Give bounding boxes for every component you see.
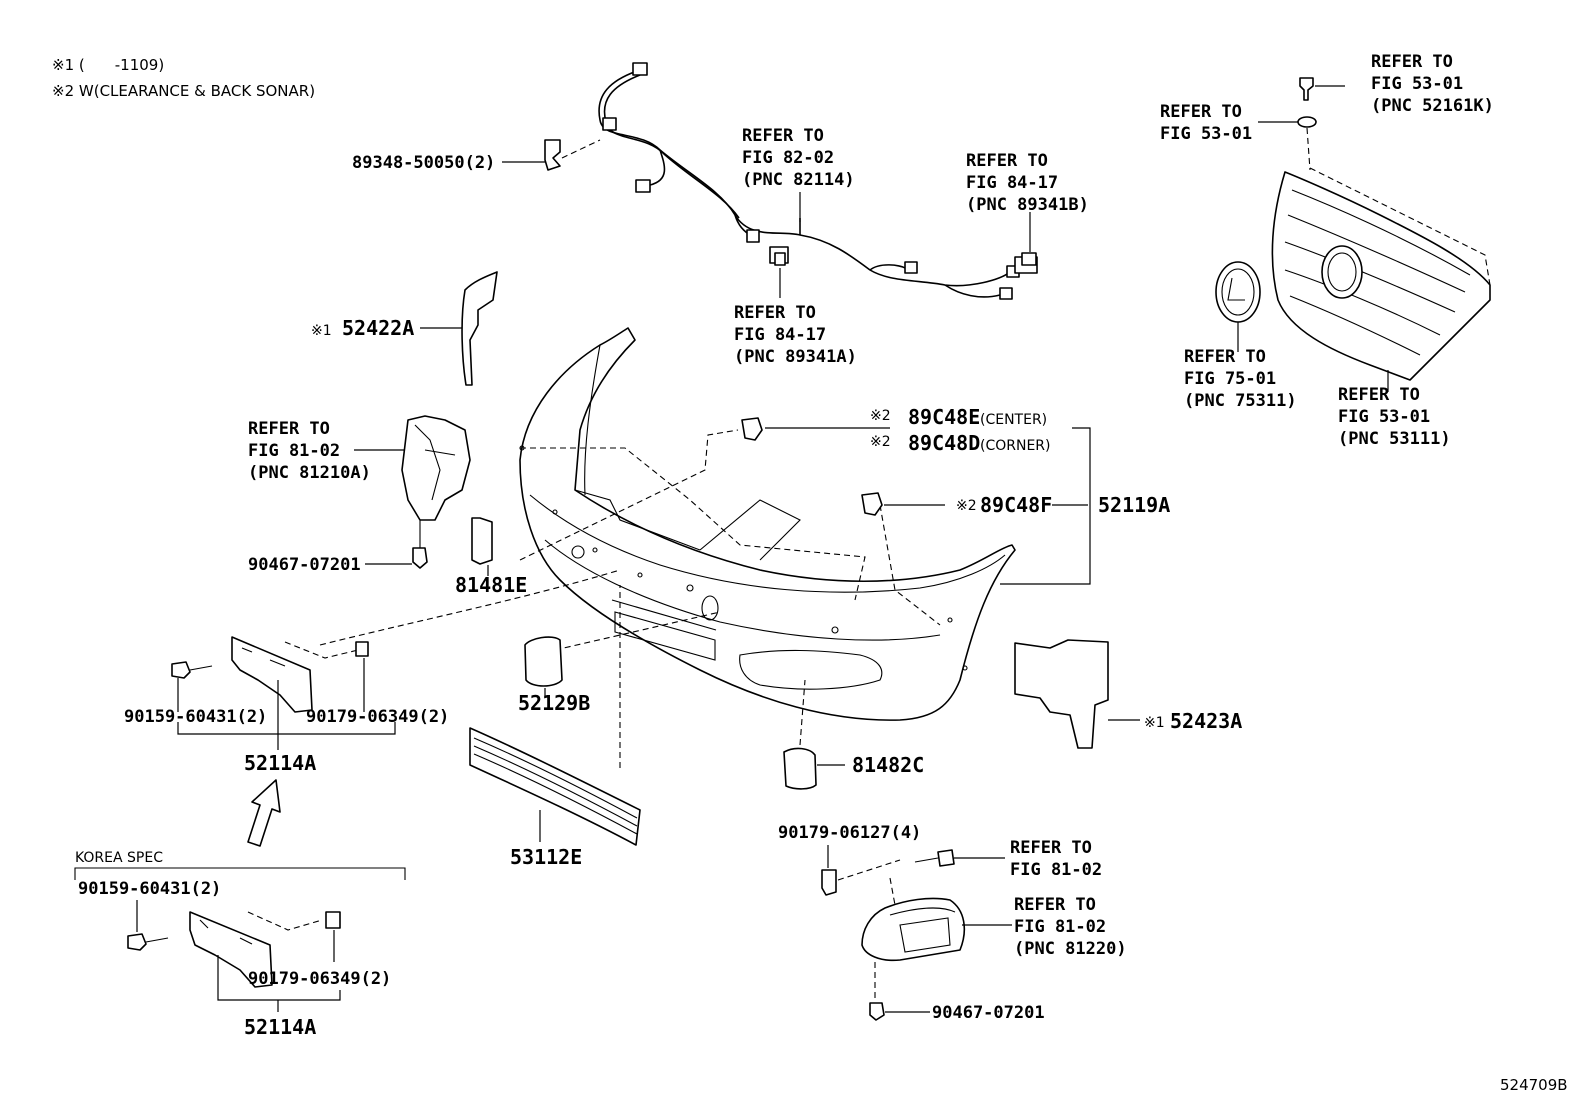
cover-81481e-drawing	[471, 517, 493, 576]
ref-81-02c-line3: (PNC 81220)	[1014, 939, 1127, 959]
label-52119a: 52119A	[1098, 493, 1170, 517]
label-89348-50050: 89348-50050(2)	[352, 153, 495, 173]
ref-84-17a-line2: FIG 84-17	[734, 325, 826, 345]
label-52423a: 52423A	[1170, 709, 1242, 733]
ref-81-02a-line2: FIG 81-02	[248, 441, 340, 461]
ref-82-02-line2: FIG 82-02	[742, 148, 834, 168]
ref-75-01-line2: FIG 75-01	[1184, 369, 1276, 389]
ref-84-17b-line1: REFER TO	[966, 151, 1048, 171]
sensor-89341b-drawing	[1014, 212, 1038, 274]
ref-84-17b-line2: FIG 84-17	[966, 173, 1058, 193]
sensor-89341a-drawing	[769, 246, 789, 298]
label-90159-korea: 90159-60431(2)	[78, 879, 221, 899]
mark-89c48f: ※2	[956, 498, 977, 514]
license-bracket-52114a-drawing	[171, 636, 396, 750]
mark-89c48e: ※2	[870, 408, 891, 424]
bumper-seal-52423a-drawing	[1014, 639, 1140, 749]
korea-spec-bracket	[74, 867, 406, 880]
label-81482c: 81482C	[852, 753, 924, 777]
ref-81-02a-line1: REFER TO	[248, 419, 330, 439]
sensor-retainer-89c48f-drawing	[861, 492, 945, 516]
korea-license-bracket-drawing	[127, 900, 341, 1012]
ref-84-17a-line3: (PNC 89341A)	[734, 347, 857, 367]
note-89c48d: (CORNER)	[980, 438, 1051, 454]
figure-code: 524709B	[1500, 1076, 1568, 1094]
ref-75-01-line3: (PNC 75311)	[1184, 391, 1297, 411]
mark-52422a: ※1	[311, 323, 332, 339]
up-arrow-icon	[247, 779, 281, 847]
ref-81-02a-line3: (PNC 81210A)	[248, 463, 371, 483]
ref-53-01g-line3: (PNC 53111)	[1338, 429, 1451, 449]
label-52129b: 52129B	[518, 691, 590, 715]
ref-53-01-line1: REFER TO	[1160, 102, 1242, 122]
lexus-emblem-drawing	[1215, 261, 1261, 352]
note-1: ※1 ( -1109)	[52, 56, 164, 74]
note-89c48e: (CENTER)	[980, 412, 1047, 428]
bumper-seal-52422a-drawing	[420, 271, 498, 386]
ref-53-01-line2: FIG 53-01	[1160, 124, 1252, 144]
label-90467-bottom: 90467-07201	[932, 1003, 1045, 1023]
label-90467-top: 90467-07201	[248, 555, 361, 575]
cover-52129b-drawing	[524, 636, 563, 698]
sensor-retainer-89c48e-drawing	[741, 417, 890, 441]
mark-52423a: ※1	[1144, 715, 1165, 731]
ref-81-02b-line1: REFER TO	[1010, 838, 1092, 858]
ref-53-01g-line1: REFER TO	[1338, 385, 1420, 405]
label-90179-main: 90179-06349(2)	[306, 707, 449, 727]
korea-spec-label: KOREA SPEC	[75, 850, 163, 866]
ref-82-02-line1: REFER TO	[742, 126, 824, 146]
label-81481e: 81481E	[455, 573, 527, 597]
cover-81482c-drawing	[783, 679, 845, 790]
label-52114a-main: 52114A	[244, 751, 316, 775]
ref-82-02-line3: (PNC 82114)	[742, 170, 855, 190]
mark-89c48d: ※2	[870, 434, 891, 450]
wire-harness-drawing	[598, 62, 1020, 300]
label-89c48d: 89C48D	[908, 431, 980, 455]
clip-89348-drawing	[502, 139, 601, 171]
ref-81-02c-line2: FIG 81-02	[1014, 917, 1106, 937]
ref-84-17a-line1: REFER TO	[734, 303, 816, 323]
label-90159-main: 90159-60431(2)	[124, 707, 267, 727]
ref-53-01g-line2: FIG 53-01	[1338, 407, 1430, 427]
bumper-bracket-81210a-drawing	[354, 415, 471, 569]
fog-lamp-bracket-drawing	[821, 845, 1012, 1021]
ref-75-01-line1: REFER TO	[1184, 347, 1266, 367]
grille-clip-drawing	[1258, 77, 1345, 171]
ref-53-01k-line3: (PNC 52161K)	[1371, 96, 1494, 116]
front-bumper-cover-52119a-drawing	[519, 327, 1016, 721]
ref-53-01k-line2: FIG 53-01	[1371, 74, 1463, 94]
lower-grille-53112e-drawing	[469, 585, 641, 846]
ref-81-02b-line2: FIG 81-02	[1010, 860, 1102, 880]
note-2: ※2 W(CLEARANCE & BACK SONAR)	[52, 82, 315, 100]
label-90179-korea: 90179-06349(2)	[248, 969, 391, 989]
ref-53-01k-line1: REFER TO	[1371, 52, 1453, 72]
label-53112e: 53112E	[510, 845, 582, 869]
label-52422a: 52422A	[342, 316, 414, 340]
ref-84-17b-line3: (PNC 89341B)	[966, 195, 1089, 215]
label-90179-06127: 90179-06127(4)	[778, 823, 921, 843]
label-52114a-korea: 52114A	[244, 1015, 316, 1039]
radiator-grille-drawing	[1271, 167, 1491, 381]
label-89c48f: 89C48F	[980, 493, 1052, 517]
ref-81-02c-line1: REFER TO	[1014, 895, 1096, 915]
label-89c48e: 89C48E	[908, 405, 980, 429]
